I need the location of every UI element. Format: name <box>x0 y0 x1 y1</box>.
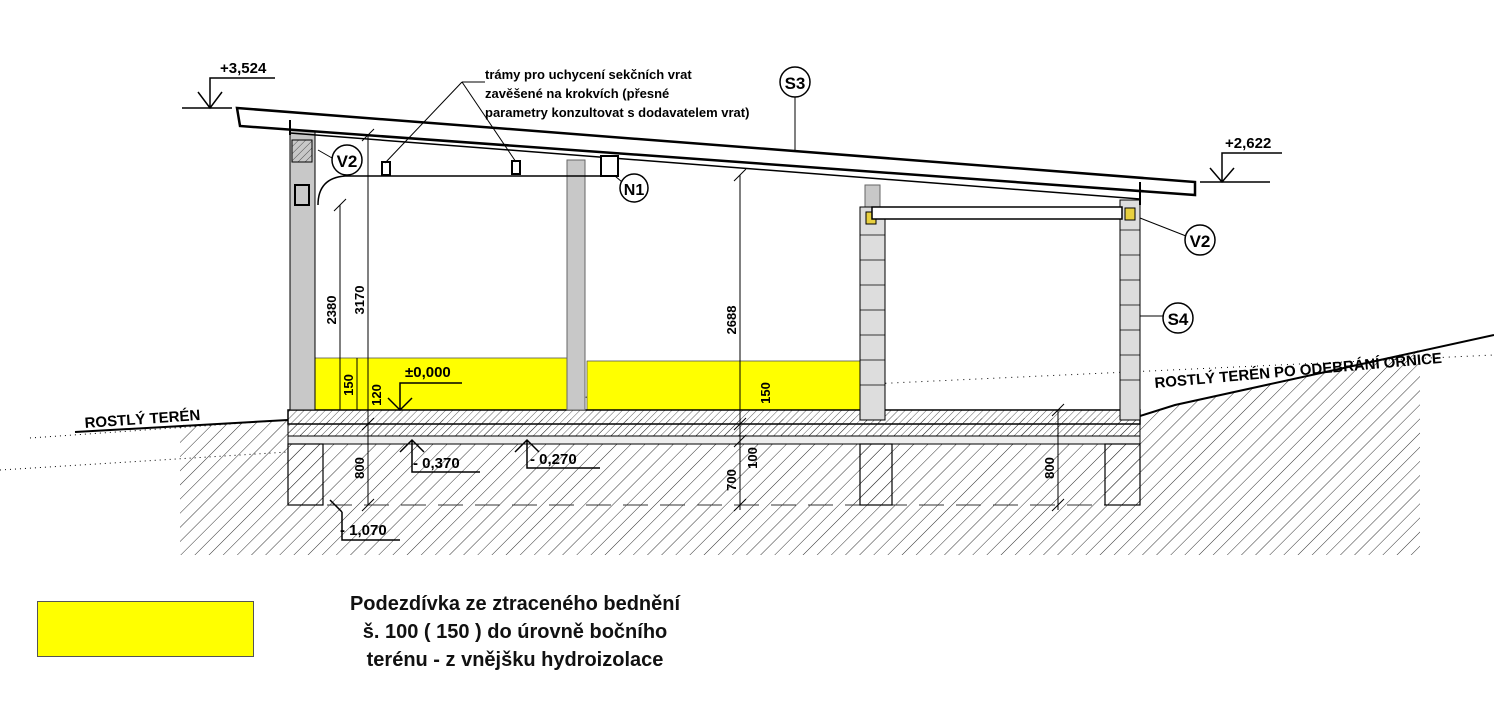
middle-column <box>566 159 586 411</box>
dim-2380: 2380 <box>324 296 339 325</box>
gravel-layer <box>287 435 1141 445</box>
dim-150-left: 150 <box>341 374 356 396</box>
legend-swatch-yellow <box>37 601 254 657</box>
tag-s3: S3 <box>785 74 806 93</box>
masonry-wall-right <box>1119 199 1141 421</box>
tag-n1: N1 <box>624 182 645 199</box>
elevation-roof-low: +2,622 <box>1225 135 1271 152</box>
dim-800-right: 800 <box>1042 457 1057 479</box>
legend-line-3: terénu - z vnějšku hydroizolace <box>366 649 664 671</box>
dim-150-right: 150 <box>758 382 773 404</box>
legend-line-2: š. 100 ( 150 ) do úrovně bočního <box>362 621 668 643</box>
elevation-roof-high: +3,524 <box>220 60 267 77</box>
elevation-slab: - 0,270 <box>530 451 577 468</box>
dim-120: 120 <box>369 384 384 406</box>
terrain-line-left <box>74 419 289 433</box>
tag-v2-right: V2 <box>1190 232 1211 251</box>
dim-100: 100 <box>745 447 760 469</box>
dim-800-left: 800 <box>352 457 367 479</box>
dim-2688: 2688 <box>724 306 739 335</box>
masonry-wall-left <box>859 206 886 421</box>
dim-3170: 3170 <box>352 286 367 315</box>
floor-slab <box>287 409 1141 425</box>
door-track <box>317 175 610 206</box>
footing-left <box>287 443 324 506</box>
lintel <box>871 206 1123 220</box>
tag-v2-left: V2 <box>337 152 358 171</box>
footing-right <box>1104 443 1141 506</box>
roof <box>235 106 1197 197</box>
elevation-floor: ±0,000 <box>405 364 451 381</box>
legend-line-1: Podezdívka ze ztraceného bednění <box>349 593 681 615</box>
note-line-3: parametry konzultovat s dodavatelem vrat… <box>485 105 749 120</box>
dim-700: 700 <box>724 469 739 491</box>
yellow-infill-right <box>586 360 861 411</box>
legend-text: Podezdívka ze ztraceného bednění š. 100 … <box>290 590 740 674</box>
note-line-2: zavěšené na krokvích (přesné <box>485 86 669 101</box>
footing-middle <box>859 443 893 506</box>
tag-s4: S4 <box>1168 310 1189 329</box>
elevation-gravel: - 0,370 <box>413 455 460 472</box>
left-column <box>289 129 316 411</box>
terrain-line-right <box>1139 334 1494 417</box>
note-line-1: trámy pro uchycení sekčních vrat <box>485 67 692 82</box>
elevation-footing: - 1,070 <box>340 522 387 539</box>
